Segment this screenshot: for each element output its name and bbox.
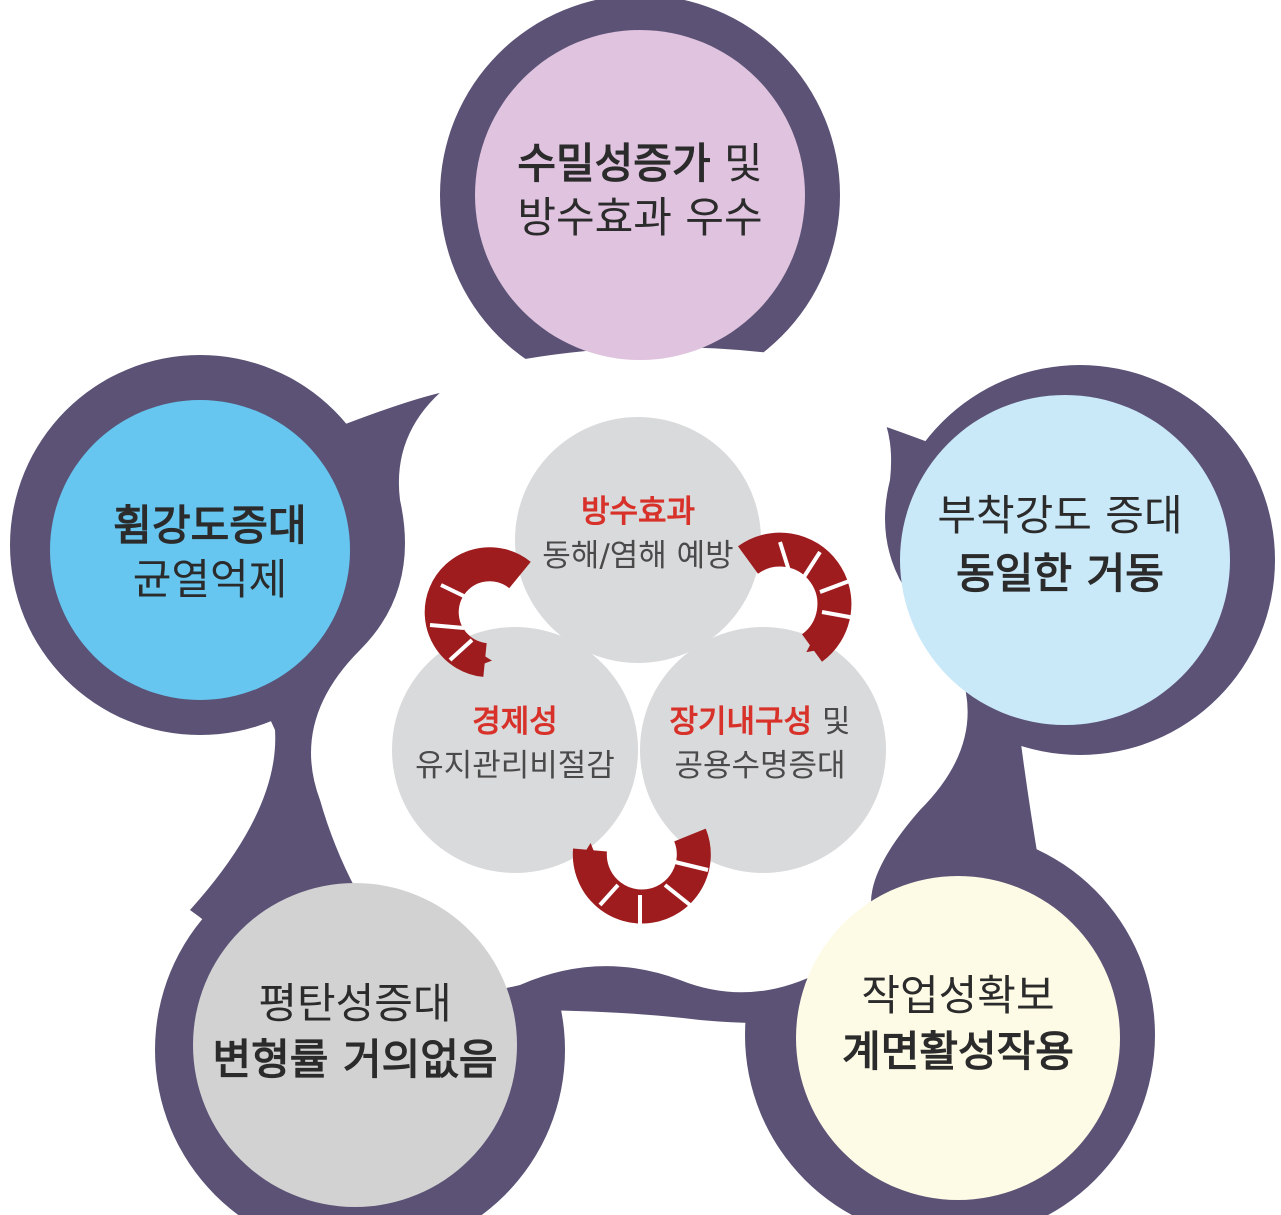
outer-node-left <box>50 400 350 700</box>
outer-node-top <box>475 30 805 360</box>
label-bottom-right-line2: 계면활성작용 <box>842 1027 1074 1076</box>
label-left-line1: 휨강도증대 <box>113 501 306 550</box>
label-bottom-right-line1: 작업성확보 <box>861 971 1054 1020</box>
inner-title-economy: 경제성 <box>472 704 558 740</box>
inner-title-durability: 장기내구성 및 <box>670 704 851 740</box>
cycle-arrow-bottom <box>572 828 711 925</box>
inner-sub-economy: 유지관리비절감 <box>415 748 615 784</box>
inner-node-economy <box>392 627 638 873</box>
label-left-line2: 균열억제 <box>133 555 288 604</box>
inner-sub-waterproof: 동해/염해 예방 <box>542 538 733 574</box>
inner-node-durability <box>640 627 886 873</box>
inner-title-waterproof: 방수효과 <box>581 494 696 530</box>
inner-node-waterproof <box>515 417 761 663</box>
label-right-line2: 동일한 거동 <box>956 549 1164 598</box>
outer-node-bottom-right <box>796 876 1120 1200</box>
outer-node-bottom-left <box>193 883 517 1207</box>
outer-node-right <box>900 395 1230 725</box>
label-top-line2: 방수효과 우수 <box>517 193 762 242</box>
cycle-arrow-left <box>424 547 531 677</box>
label-bottom-left-line1: 평탄성증대 <box>258 979 451 1028</box>
label-bottom-left-line2: 변형률 거의없음 <box>212 1035 497 1084</box>
label-right-line1: 부착강도 증대 <box>937 491 1182 540</box>
label-top-line1: 수밀성증가 및 <box>517 139 762 188</box>
cycle-arrow-right <box>738 532 856 662</box>
inner-sub-durability: 공용수명증대 <box>674 748 845 784</box>
